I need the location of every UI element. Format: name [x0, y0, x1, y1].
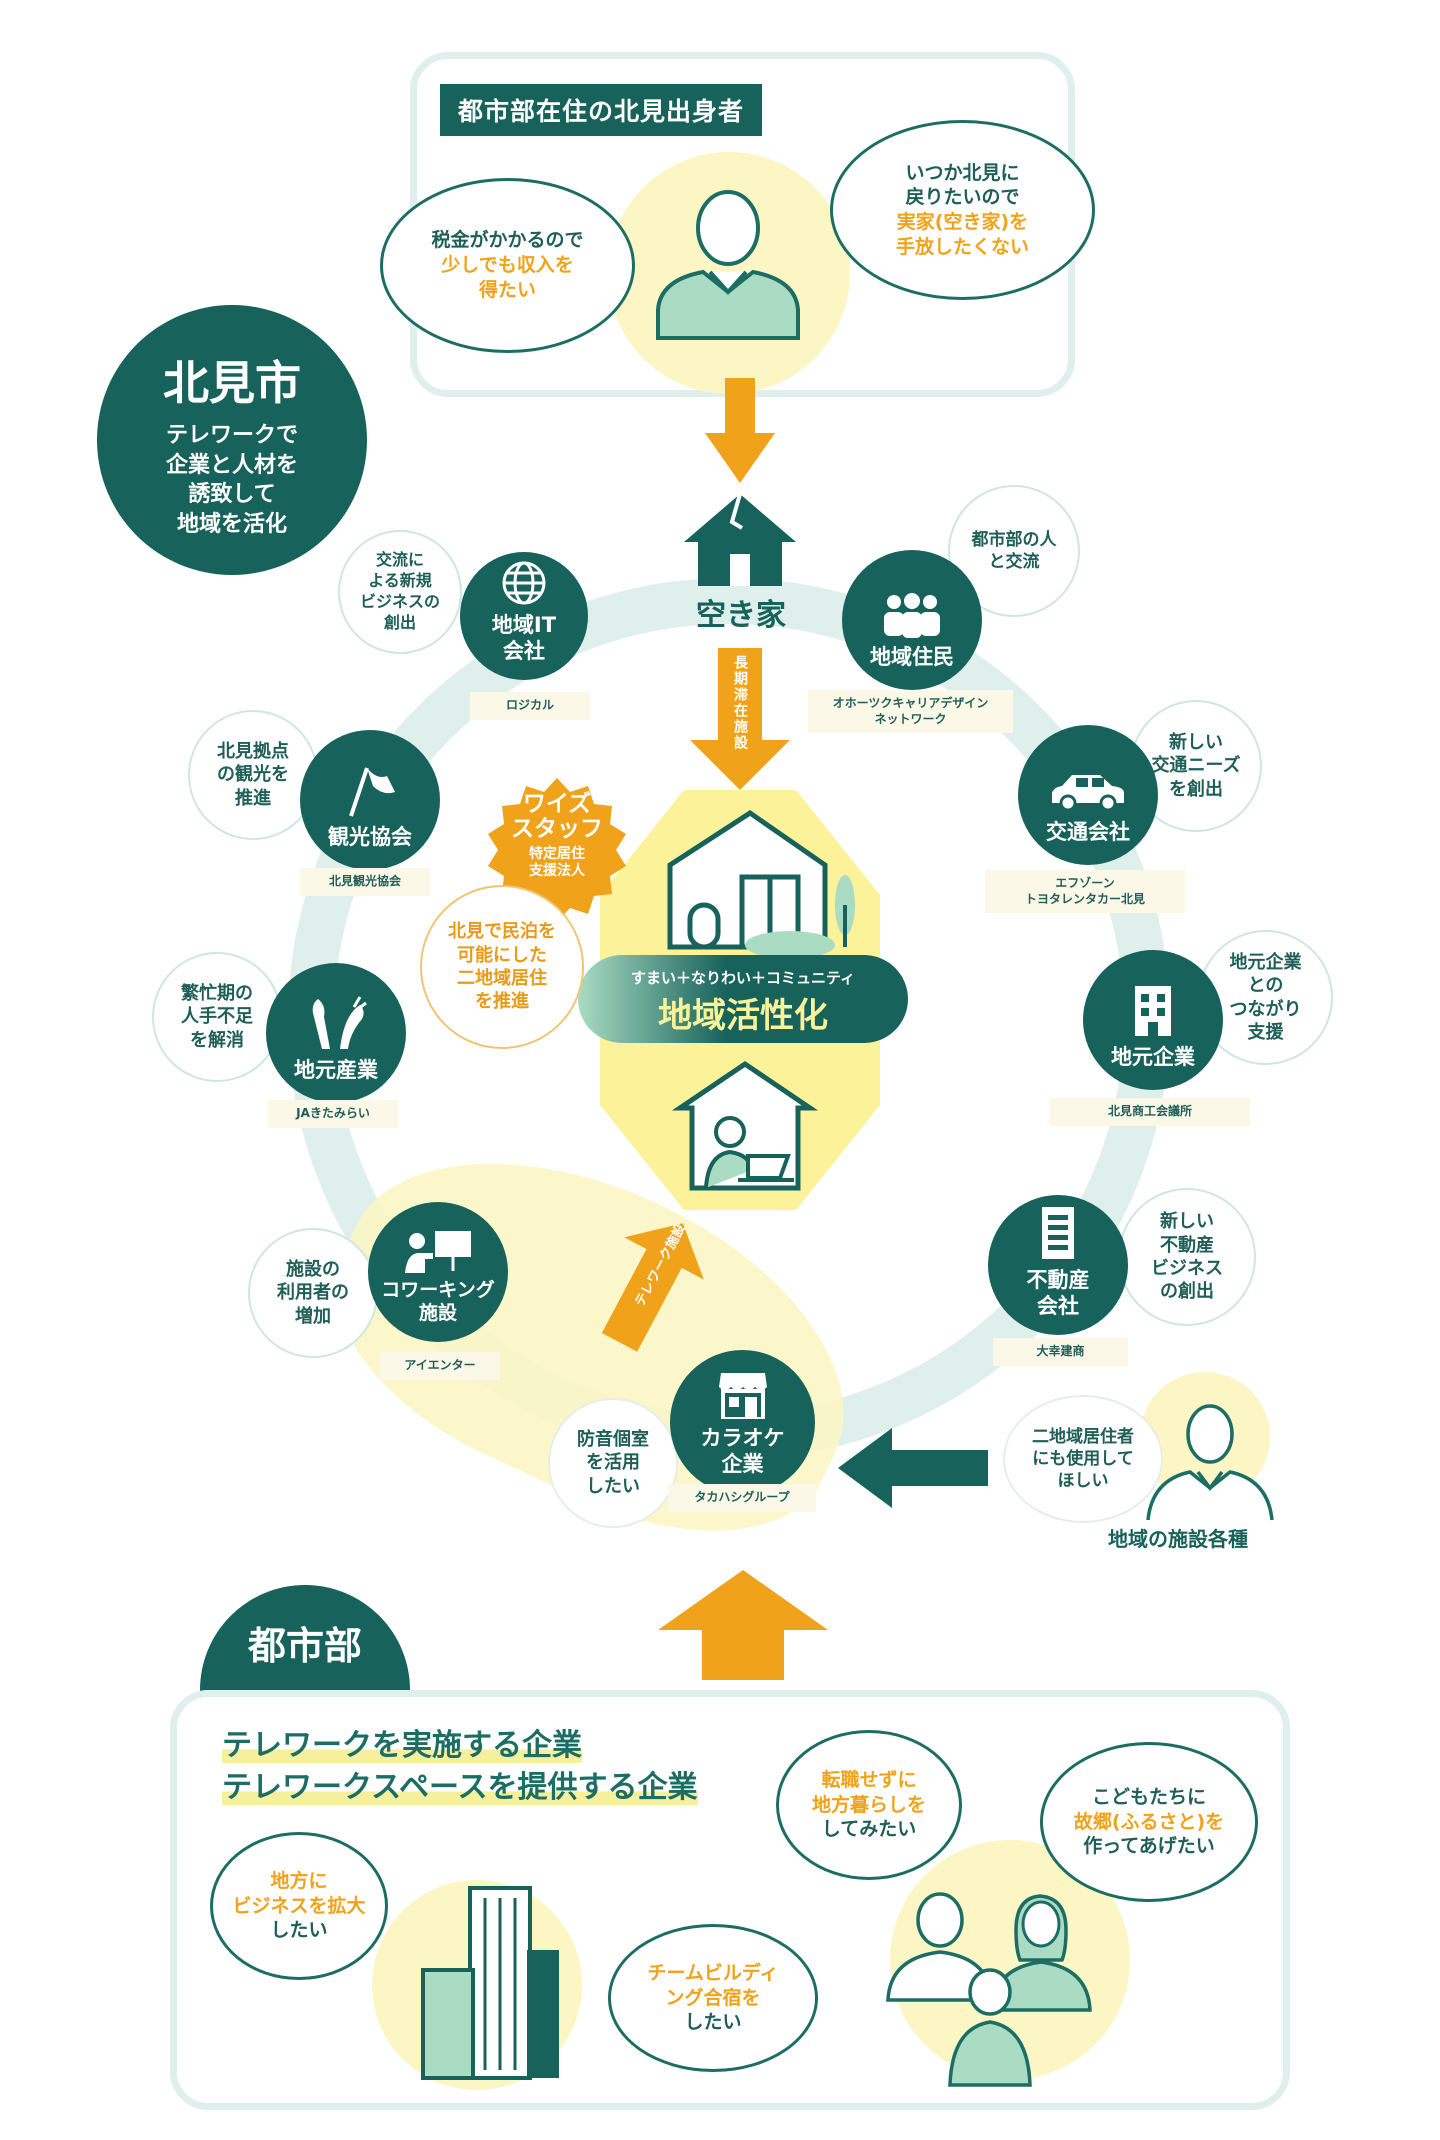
note-realestate: 新しい 不動産 ビジネス の創出 [1118, 1188, 1256, 1326]
facility-person-icon [1146, 1404, 1274, 1521]
akiya-label: 空き家 [696, 598, 786, 633]
akiya-house-icon [684, 493, 796, 586]
top-panel-title: 都市部在住の北見出身者 [440, 84, 763, 136]
arrow-left-icon [838, 1428, 988, 1508]
facility-note: 二地域居住者 にも使用して ほしい [1003, 1395, 1163, 1523]
house-shop-icon [667, 809, 855, 955]
note-industry: 繁忙期の 人手不足 を解消 [152, 952, 282, 1082]
arrow-up-icon [658, 1570, 828, 1680]
office-tower-icon [421, 1886, 559, 2080]
node-regional-it: 地域IT 会社 [460, 552, 588, 680]
city-title: 北見市 [163, 356, 301, 410]
telework-arrow-icon [601, 1223, 704, 1352]
wise-note: 北見で民泊を 可能にした 二地域居住 を推進 [420, 885, 584, 1049]
node-industry: 地元産業 [266, 963, 406, 1103]
group-icon [884, 592, 940, 638]
center-main: 地域活性化 [658, 996, 828, 1036]
long-stay-label: 長期滞在施設 [732, 655, 748, 751]
center-pill: すまい＋なりわい＋コミュニティ 地域活性化 [578, 955, 908, 1043]
wise-badge-shape [488, 778, 626, 922]
node-local-biz: 地元企業 [1083, 950, 1223, 1090]
company-transport: エフゾーン トヨタレンタカー北見 [985, 870, 1185, 914]
company-realestate: 大幸建商 [993, 1338, 1128, 1366]
node-karaoke: カラオケ 企業 [670, 1350, 815, 1495]
note-coworking: 施設の 利用者の 増加 [248, 1228, 378, 1358]
family-icon [886, 1892, 1092, 2087]
center-sub: すまい＋なりわい＋コミュニティ [630, 969, 856, 987]
company-residents: オホーツクキャリアデザイン ネットワーク [808, 690, 1013, 734]
node-transport: 交通会社 [1018, 725, 1158, 865]
node-tourism: 観光協会 [300, 730, 440, 870]
company-karaoke: タカハシグループ [668, 1484, 816, 1512]
apartment-icon [1042, 1206, 1074, 1259]
shop-icon [718, 1372, 767, 1419]
car-icon [1052, 774, 1124, 812]
arrow-down-icon [705, 378, 775, 483]
bubble-team-building: チームビルディング合宿をしたい [608, 1924, 818, 2072]
bottom-tag: 都市部 [247, 1624, 362, 1668]
bubble-no-job-change: 転職せずに地方暮らしをしてみたい [776, 1730, 962, 1880]
note-local-biz: 地元企業 との つながり 支援 [1198, 930, 1333, 1065]
company-tourism: 北見観光協会 [300, 868, 430, 896]
city-badge: 北見市 テレワークで 企業と人材を 誘致して 地域を活化 [97, 305, 367, 575]
company-coworking: アイエンター [380, 1352, 500, 1380]
vegetables-icon [312, 995, 367, 1049]
bottom-heading-1: テレワークを実施する企業 [222, 1728, 582, 1763]
flag-icon [349, 767, 395, 817]
company-local-biz: 北見商工会議所 [1050, 1098, 1250, 1126]
presenter-icon [405, 1230, 471, 1273]
bubble-hometown: こどもたちに故郷(ふるさと)を作ってあげたい [1040, 1742, 1258, 1902]
globe-icon [502, 561, 546, 604]
person-icon [656, 190, 800, 340]
long-stay-arrow-icon [690, 648, 790, 790]
telework-house-icon [671, 1060, 819, 1191]
node-coworking: コワーキング 施設 [368, 1202, 508, 1342]
note-it: 交流に よる新規 ビジネスの 創出 [338, 530, 462, 654]
note-tourism: 北見拠点 の観光を 推進 [188, 710, 318, 840]
wise-sub: 特定居住 支援法人 [529, 845, 585, 880]
company-it: ロジカル [470, 692, 590, 720]
speech-bubble-home: いつか北見に戻りたいので実家(空き家)を手放したくない [830, 120, 1095, 300]
wise-badge: ワイズ スタッフ 特定居住 支援法人 [482, 791, 632, 881]
wise-title: ワイズ スタッフ [511, 791, 603, 843]
bubble-expand-business: 地方にビジネスを拡大したい [210, 1832, 388, 1980]
city-desc: テレワークで 企業と人材を 誘致して 地域を活化 [165, 423, 298, 538]
speech-bubble-tax: 税金がかかるので少しでも収入を得たい [380, 178, 635, 353]
node-residents: 地域住民 [842, 550, 982, 690]
note-karaoke: 防音個室 を活用 したい [548, 1398, 678, 1528]
facility-label: 地域の施設各種 [1108, 1527, 1248, 1551]
bottom-heading-2: テレワークスペースを提供する企業 [222, 1770, 698, 1805]
company-industry: JAきたみらい [268, 1100, 398, 1128]
building-icon [1135, 985, 1171, 1036]
node-realestate: 不動産 会社 [988, 1195, 1128, 1335]
